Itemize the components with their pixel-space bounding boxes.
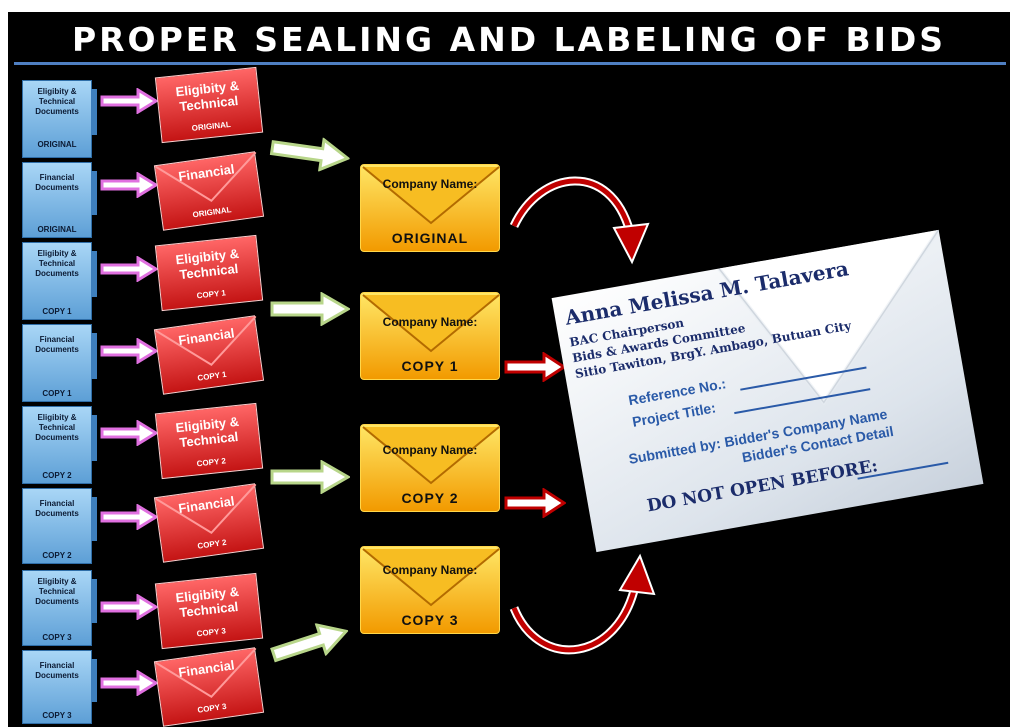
envelope-copy: COPY 1 <box>401 358 459 374</box>
pink-arrow-icon <box>100 504 158 530</box>
company-name-label: Company Name: <box>382 443 478 457</box>
envelope-flap-icon <box>155 648 257 699</box>
folder-label: Eligibity & Technical Documents <box>35 87 79 116</box>
green-arrow-icon <box>270 623 349 663</box>
green-arrow-icon <box>269 137 351 172</box>
envelope-label: Eligibity & Technical <box>174 77 240 115</box>
envelope-label: Eligibity & Technical <box>174 413 240 451</box>
red-envelope-eligibility-copy1: Eligibity & Technical COPY 1 <box>154 234 264 312</box>
envelope-flap-icon <box>155 316 257 367</box>
green-arrow-icon <box>270 292 350 326</box>
red-envelope-financial-copy1: Financial COPY 1 <box>153 315 265 395</box>
company-name-label: Company Name: <box>382 563 478 577</box>
green-arrow-icon <box>270 460 350 494</box>
curved-arrow-icon <box>509 176 650 265</box>
envelope-flap-icon <box>362 166 500 225</box>
curved-arrow-icon <box>509 553 656 655</box>
title-rule <box>14 62 1006 65</box>
folder-copy: COPY 3 <box>42 633 72 642</box>
folder-eligibility-original: Eligibity & Technical Documents ORIGINAL <box>22 80 97 158</box>
folder-copy: COPY 1 <box>42 307 72 316</box>
yellow-envelope-copy3: Company Name: COPY 3 <box>360 546 500 634</box>
folder-copy: COPY 1 <box>42 389 72 398</box>
red-arrow-icon <box>504 488 566 518</box>
yellow-envelope-copy2: Company Name: COPY 2 <box>360 424 500 512</box>
folder-copy: ORIGINAL <box>37 140 77 149</box>
pink-arrow-icon <box>100 670 158 696</box>
envelope-copy: COPY 1 <box>196 288 227 301</box>
pink-arrow-icon <box>100 420 158 446</box>
folder-label: Financial Documents <box>35 499 79 518</box>
envelope-copy: COPY 3 <box>196 626 227 639</box>
poster-canvas: PROPER SEALING AND LABELING OF BIDS Elig… <box>8 12 1010 727</box>
envelope-copy: COPY 2 <box>401 490 459 506</box>
folder-label: Financial Documents <box>35 335 79 354</box>
envelope-label: Eligibity & Technical <box>174 245 240 283</box>
folder-label: Financial Documents <box>35 173 79 192</box>
envelope-flap-icon <box>155 152 257 203</box>
folder-eligibility-copy1: Eligibity & Technical Documents COPY 1 <box>22 242 97 320</box>
folder-copy: COPY 3 <box>42 711 72 720</box>
folder-financial-original: Financial Documents ORIGINAL <box>22 162 97 238</box>
company-name-label: Company Name: <box>382 177 478 191</box>
folder-label: Financial Documents <box>35 661 79 680</box>
envelope-copy: ORIGINAL <box>391 230 469 246</box>
folder-copy: COPY 2 <box>42 471 72 480</box>
folder-label: Eligibity & Technical Documents <box>35 413 79 442</box>
red-envelope-eligibility-copy3: Eligibity & Technical COPY 3 <box>154 572 264 650</box>
red-envelope-financial-copy3: Financial COPY 3 <box>153 647 265 727</box>
red-envelope-eligibility-original: Eligibity & Technical ORIGINAL <box>154 66 264 144</box>
folder-financial-copy1: Financial Documents COPY 1 <box>22 324 97 402</box>
envelope-flap-icon <box>362 294 500 353</box>
envelope-copy: COPY 3 <box>401 612 459 628</box>
outer-envelope: Anna Melissa M. Talavera BAC Chairperson… <box>551 229 984 553</box>
folder-copy: ORIGINAL <box>37 225 77 234</box>
red-envelope-eligibility-copy2: Eligibity & Technical COPY 2 <box>154 402 264 480</box>
folder-eligibility-copy2: Eligibity & Technical Documents COPY 2 <box>22 406 97 484</box>
pink-arrow-icon <box>100 338 158 364</box>
folder-label: Eligibity & Technical Documents <box>35 249 79 278</box>
pink-arrow-icon <box>100 88 158 114</box>
yellow-envelope-copy1: Company Name: COPY 1 <box>360 292 500 380</box>
envelope-copy: ORIGINAL <box>191 119 232 133</box>
pink-arrow-icon <box>100 256 158 282</box>
red-envelope-financial-original: Financial ORIGINAL <box>153 151 265 231</box>
folder-financial-copy3: Financial Documents COPY 3 <box>22 650 97 724</box>
envelope-copy: COPY 2 <box>196 456 227 469</box>
red-envelope-financial-copy2: Financial COPY 2 <box>153 483 265 563</box>
pink-arrow-icon <box>100 594 158 620</box>
envelope-flap-icon <box>155 484 257 535</box>
folder-label: Eligibity & Technical Documents <box>35 577 79 606</box>
pink-arrow-icon <box>100 172 158 198</box>
folder-copy: COPY 2 <box>42 551 72 560</box>
red-arrow-icon <box>504 352 566 382</box>
envelope-flap-icon <box>717 229 941 406</box>
yellow-envelope-original: Company Name: ORIGINAL <box>360 164 500 252</box>
envelope-flap-icon <box>362 548 500 607</box>
folder-financial-copy2: Financial Documents COPY 2 <box>22 488 97 564</box>
page-title: PROPER SEALING AND LABELING OF BIDS <box>71 20 947 59</box>
company-name-label: Company Name: <box>382 315 478 329</box>
folder-eligibility-copy3: Eligibity & Technical Documents COPY 3 <box>22 570 97 646</box>
envelope-flap-icon <box>362 426 500 485</box>
envelope-label: Eligibity & Technical <box>174 583 240 621</box>
